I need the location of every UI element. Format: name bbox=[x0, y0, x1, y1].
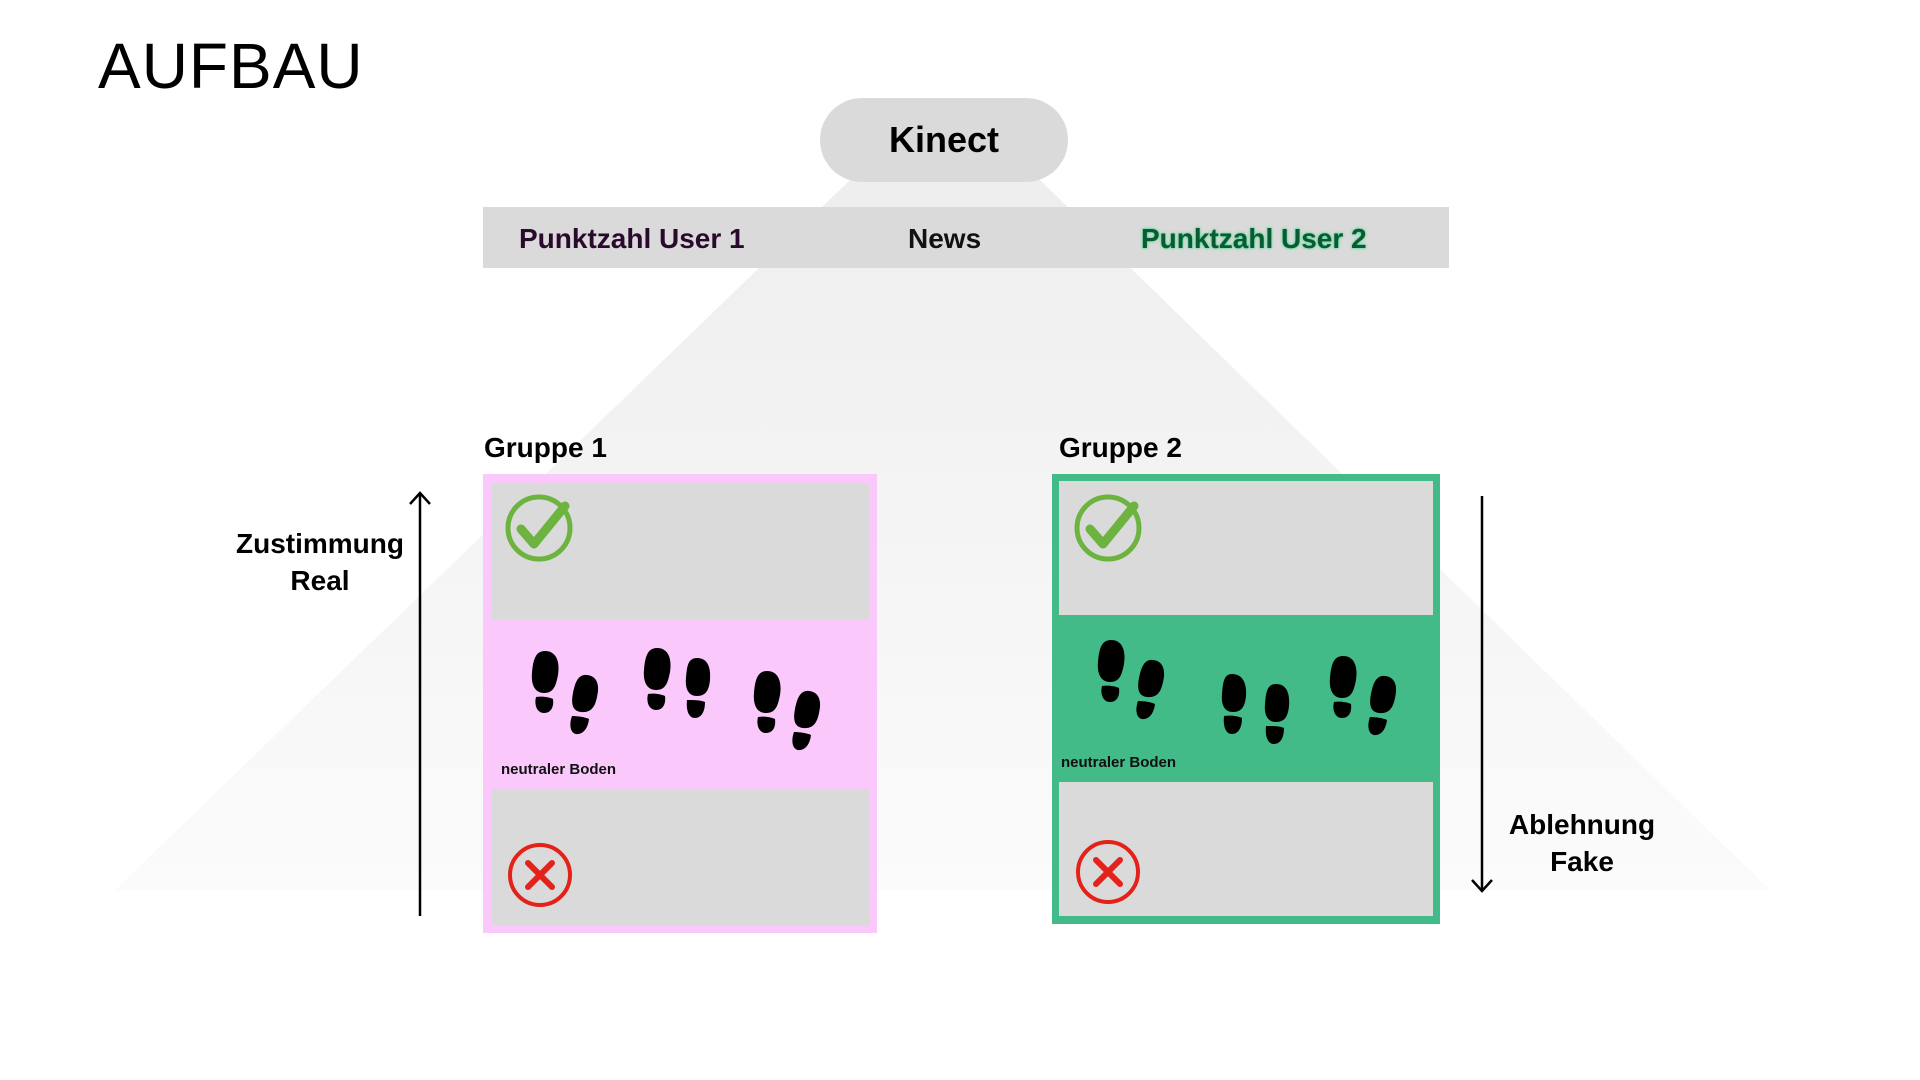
footprints-icon bbox=[1329, 656, 1397, 736]
group-2-field: neutraler Boden bbox=[1052, 474, 1440, 924]
cross-icon bbox=[508, 843, 572, 907]
page-title: AUFBAU bbox=[98, 30, 364, 102]
footprints-icon bbox=[753, 671, 821, 751]
neutral-floor-label: neutraler Boden bbox=[1061, 754, 1177, 771]
agree-zone bbox=[1059, 481, 1433, 615]
score-user-1: Punktzahl User 1 bbox=[519, 223, 745, 254]
kinect-sensor: Kinect bbox=[820, 98, 1068, 182]
rejection-label: Ablehnung Fake bbox=[1508, 809, 1656, 877]
check-icon bbox=[505, 494, 573, 562]
footprints-icon bbox=[531, 651, 599, 735]
score-user-2: Punktzahl User 2 bbox=[1141, 223, 1367, 254]
score-bar bbox=[483, 207, 1449, 268]
group-1-label: Gruppe 1 bbox=[484, 432, 607, 463]
arrow-down-icon bbox=[1471, 496, 1493, 893]
footprints-icon bbox=[1097, 640, 1165, 720]
check-icon bbox=[1074, 494, 1142, 562]
cross-icon bbox=[1076, 840, 1140, 904]
disagree-zone bbox=[1059, 782, 1433, 916]
neutral-floor-label: neutraler Boden bbox=[501, 761, 617, 778]
group-1-field: neutraler Boden bbox=[483, 474, 877, 933]
agreement-label: Zustimmung Real bbox=[236, 528, 404, 596]
group-2-label: Gruppe 2 bbox=[1059, 432, 1182, 463]
footprints-icon bbox=[643, 648, 711, 718]
agree-zone bbox=[492, 483, 869, 619]
kinect-label: Kinect bbox=[888, 119, 1000, 160]
footprints-icon bbox=[1221, 674, 1290, 744]
news-label: News bbox=[908, 223, 982, 254]
arrow-up-icon bbox=[409, 491, 431, 916]
